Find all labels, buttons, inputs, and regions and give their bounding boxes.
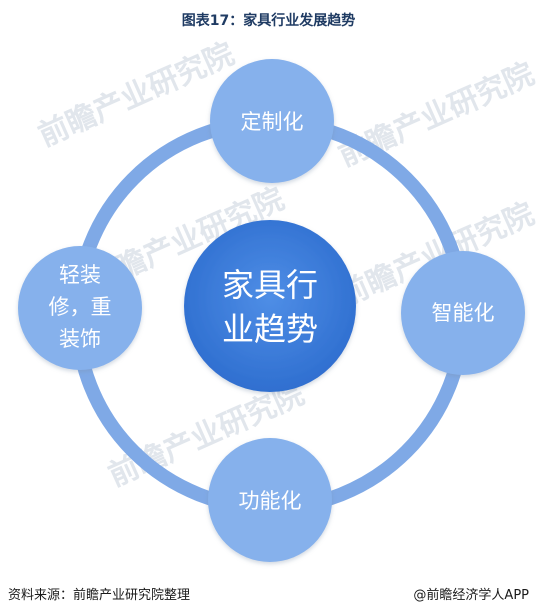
node-left-label-line3: 装饰 [59,327,101,351]
node-right-label: 智能化 [432,301,495,325]
node-left-label-line1: 轻装 [59,263,101,287]
node-top-label: 定制化 [241,110,304,134]
node-right [401,251,525,375]
center-circle [184,220,356,392]
node-bottom-label: 功能化 [239,489,302,513]
brand-credit: @前瞻经济学人APP [413,588,529,603]
center-label-line1: 家具行 [222,266,318,304]
source-note: 资料来源：前瞻产业研究院整理 [8,588,191,603]
footer: 资料来源：前瞻产业研究院整理 @前瞻经济学人APP [8,584,529,604]
node-left-label-line2: 修，重 [49,295,112,319]
node-left [18,246,142,370]
node-bottom [208,438,332,562]
node-top [210,59,334,183]
chart-title: 图表17：家具行业发展趋势 [181,13,356,29]
center-label-line2: 业趋势 [222,310,318,348]
